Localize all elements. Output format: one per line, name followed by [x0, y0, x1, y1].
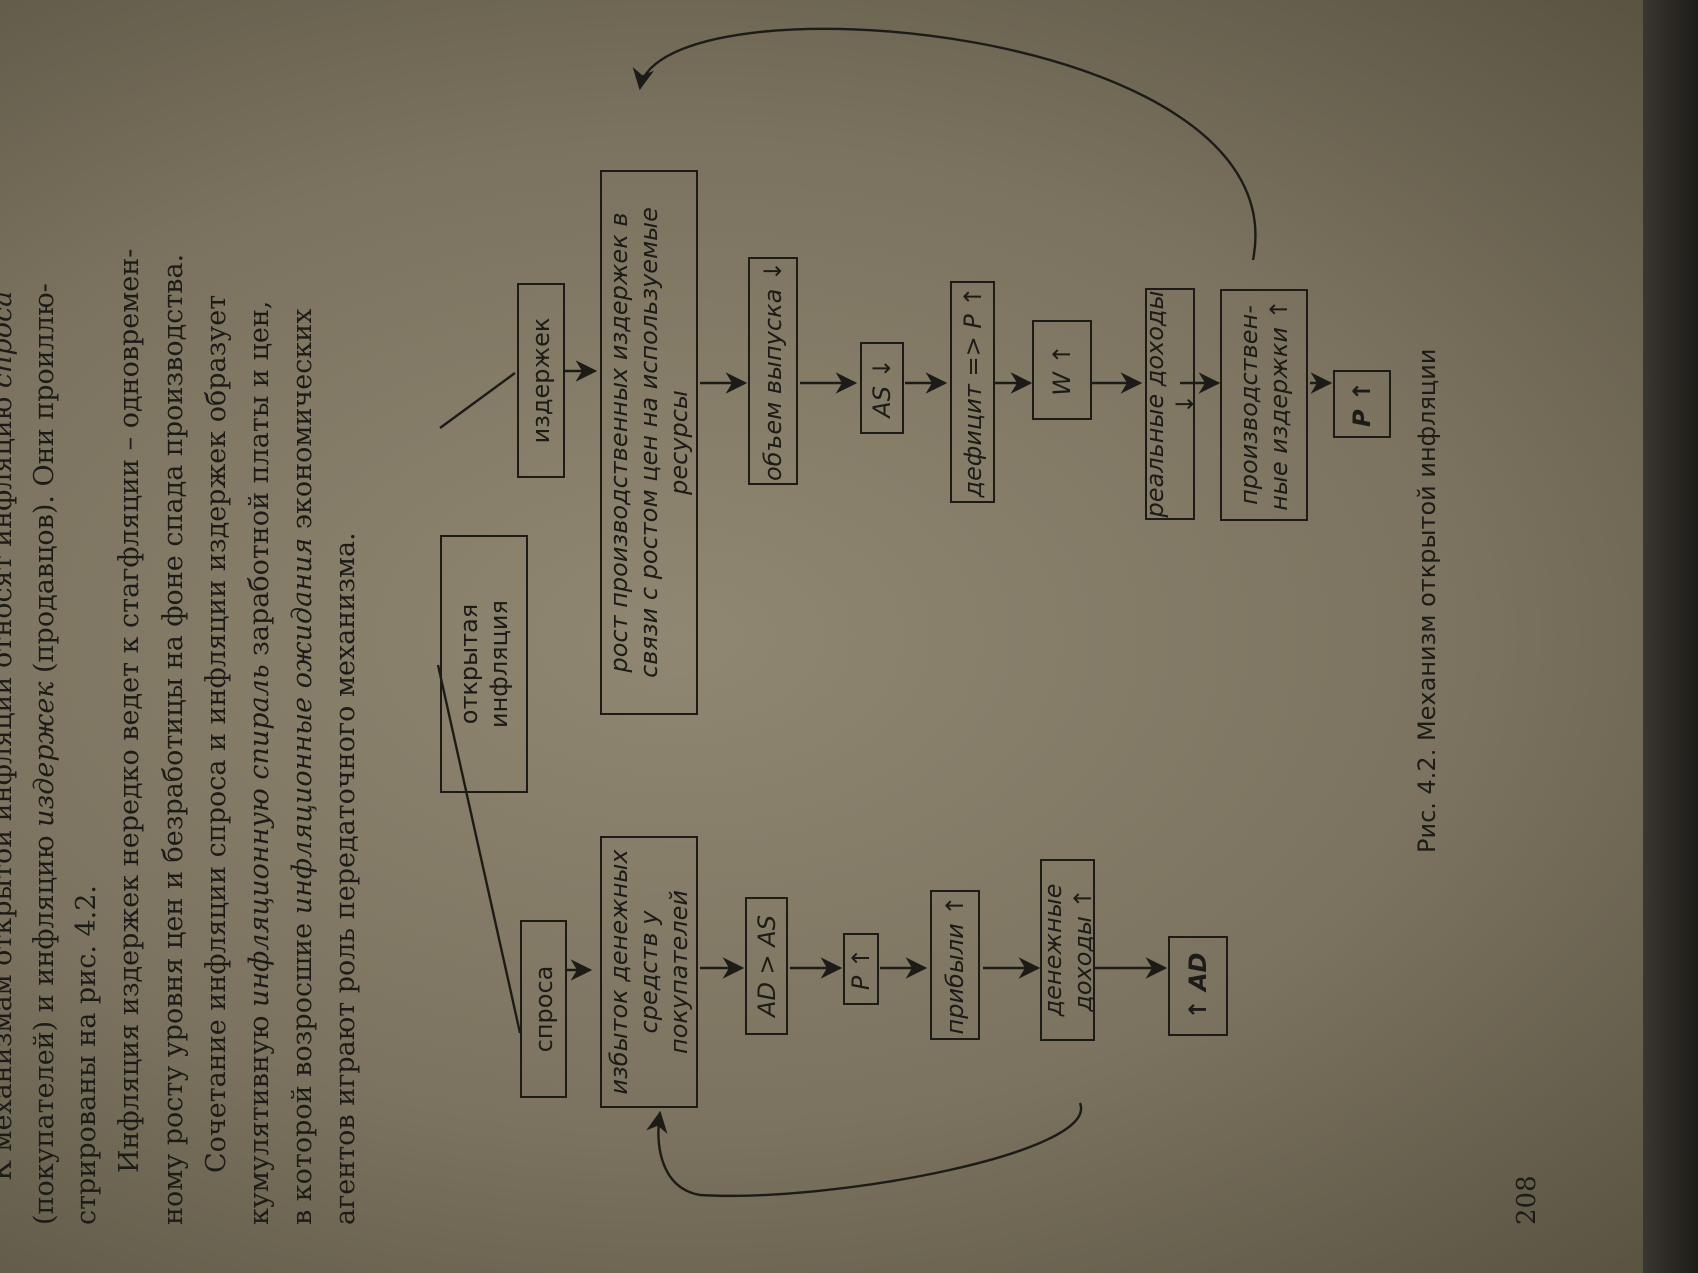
box-ad-gt-as: AD > AS — [745, 897, 788, 1035]
box-cost-head: издержек — [517, 283, 565, 478]
box-open-inflation: открытая инфляция — [440, 535, 528, 793]
book-page: К механизмам открытой инфляции относят и… — [436, 27, 1542, 1225]
figure-caption: Рис. 4.2. Механизм открытой инфляции — [1413, 348, 1441, 853]
box-demand-head: спроса — [520, 920, 567, 1098]
box-as-down: AS ↓ — [860, 342, 904, 434]
loop-cost-feedback — [632, 27, 1257, 261]
book-edge-shadow — [1643, 0, 1698, 1273]
box-demand-excess: избыток денежных средств у покупателей — [600, 836, 698, 1108]
loop-demand-feedback — [646, 1102, 1083, 1197]
box-output-down: объем выпуска ↓ — [748, 257, 798, 485]
line-root-to-demand — [436, 664, 522, 1034]
box-cost-growth: рост производственных издержек в связи с… — [600, 170, 698, 715]
box-ad-up: ↑ AD — [1168, 936, 1228, 1036]
box-cost-price-up: P ↑ — [1333, 370, 1391, 438]
box-prod-cost-up: производствен-ные издержки ↑ — [1220, 289, 1308, 521]
box-real-income-down: реальные доходы ↓ — [1141, 288, 1199, 520]
flow-diagram-connectors — [436, 27, 1333, 1197]
page-number: 208 — [1512, 1175, 1542, 1225]
box-demand-price-up: P ↑ — [843, 933, 879, 1005]
line-root-to-cost — [439, 372, 516, 429]
box-money-income-up: денежные доходы ↑ — [1039, 859, 1097, 1041]
box-deficit: дефицит => P ↑ — [950, 281, 995, 503]
box-profit-up: прибыли ↑ — [930, 890, 980, 1040]
box-wage-up: W ↑ — [1032, 320, 1092, 420]
